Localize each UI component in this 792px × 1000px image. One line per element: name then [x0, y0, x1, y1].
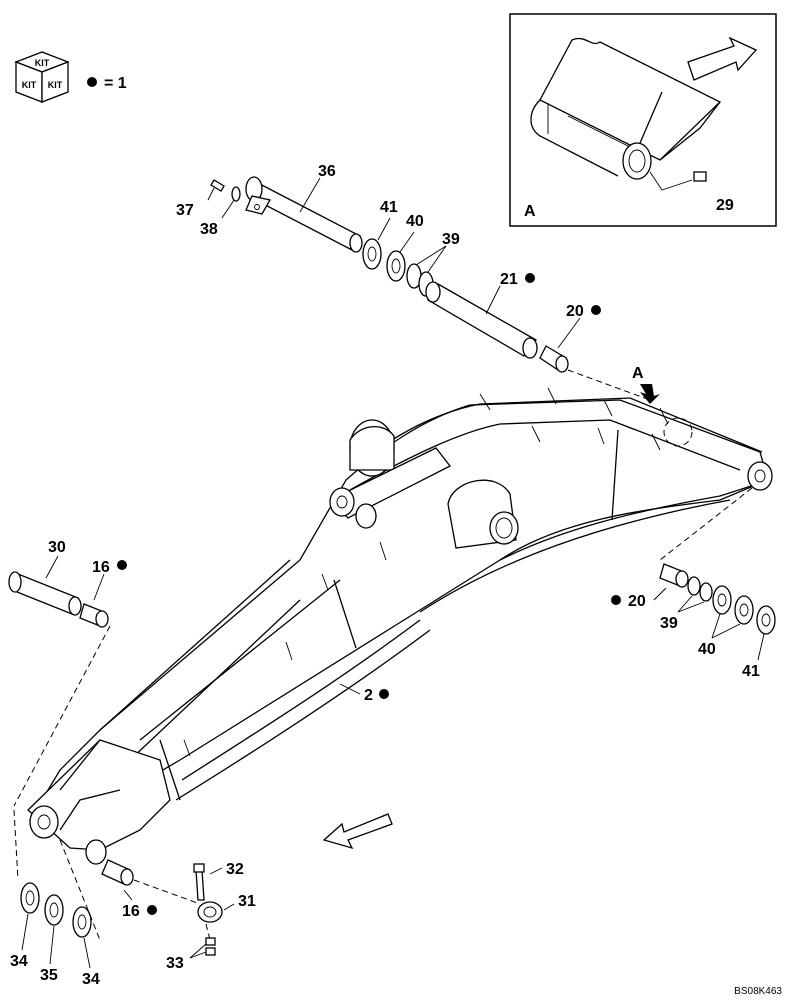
pin-30-group: 30 16	[8, 539, 127, 807]
pin-36-group: 36 37 38	[176, 163, 363, 253]
kit-dot-20-top-icon	[591, 305, 601, 315]
bottom-parts-group: 16 32 31 33 34 35 34	[10, 809, 256, 988]
kit-dot-2-icon	[379, 689, 389, 699]
direction-arrow-icon	[687, 36, 758, 81]
detail-a-box: 29 A	[509, 13, 777, 227]
grease-nipple-icon	[693, 171, 707, 182]
part-2-group: 2	[339, 683, 389, 704]
kit-dot-21-icon	[525, 273, 535, 283]
part-label-37: 37	[176, 202, 194, 219]
pin-21-group: 21 20	[425, 271, 651, 401]
detail-a-label: A	[524, 203, 536, 220]
part-label-40-right: 40	[698, 641, 716, 658]
kit-dot-16-top-icon	[117, 560, 127, 570]
view-marker-a: A	[632, 365, 660, 404]
view-marker-label: A	[632, 365, 644, 382]
part-label-41-right: 41	[742, 663, 760, 680]
kit-right-text: KIT	[48, 80, 63, 90]
part-label-20-top: 20	[566, 303, 584, 320]
part-label-34-right: 34	[82, 971, 100, 988]
part-label-16-top: 16	[92, 559, 110, 576]
part-label-31: 31	[238, 893, 256, 910]
part-label-20-right: 20	[628, 593, 646, 610]
part-label-34-left: 34	[10, 953, 28, 970]
kit-dot-16-bottom-icon	[147, 905, 157, 915]
part-label-39-top: 39	[442, 231, 460, 248]
kit-cube-icon: KIT KIT KIT	[14, 51, 70, 103]
drawing-code: BS08K463	[734, 986, 782, 997]
part-label-32: 32	[226, 861, 244, 878]
part-label-35: 35	[40, 967, 58, 984]
kit-top-text: KIT	[35, 58, 50, 68]
part-label-33: 33	[166, 955, 184, 972]
part-label-21: 21	[500, 271, 518, 288]
kit-equals-text: = 1	[104, 75, 127, 92]
kit-left-text: KIT	[22, 80, 37, 90]
part-label-38: 38	[200, 221, 218, 238]
part-label-29: 29	[716, 197, 734, 214]
kit-legend: KIT KIT KIT = 1	[14, 51, 127, 103]
part-label-2: 2	[364, 687, 373, 704]
kit-dot-icon	[87, 77, 97, 87]
boom-body	[27, 387, 773, 865]
view-arrow-icon	[640, 384, 660, 404]
part-label-16-bottom: 16	[122, 903, 140, 920]
shims-top-group: 41 40 39	[362, 199, 460, 297]
shims-right-group: 20 39 40 41	[611, 487, 776, 680]
part-label-40-top: 40	[406, 213, 424, 230]
part-label-36: 36	[318, 163, 336, 180]
kit-dot-20-right-icon	[611, 595, 621, 605]
part-label-30: 30	[48, 539, 66, 556]
direction-arrow-bottom-icon	[322, 813, 393, 850]
part-label-41-top: 41	[380, 199, 398, 216]
part-label-39-right: 39	[660, 615, 678, 632]
